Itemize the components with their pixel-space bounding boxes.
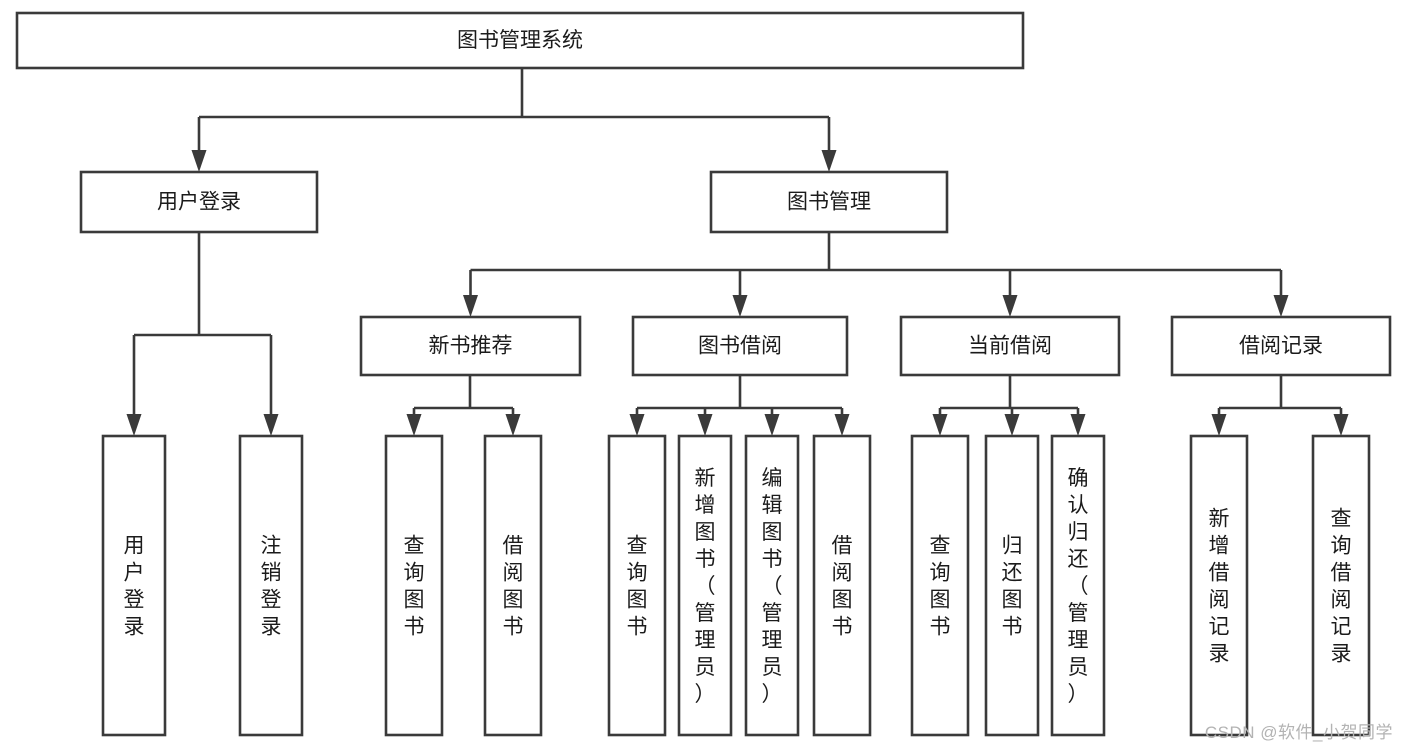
node-leaf-add-record[interactable]: 新增借阅记录 <box>1189 434 1249 737</box>
node-label: 查询图书 <box>404 535 425 639</box>
node-label: 查询图书 <box>627 535 648 639</box>
node-user-login[interactable]: 用户登录 <box>79 170 319 234</box>
node-label: 注销登录 <box>261 535 282 639</box>
node-box[interactable] <box>359 315 582 377</box>
node-label: 借阅记录 <box>1239 335 1323 358</box>
node-label: 当前借阅 <box>968 335 1052 358</box>
node-leaf-query-book-3[interactable]: 查询图书 <box>910 434 970 737</box>
arrow-head-icon <box>629 414 645 436</box>
connector-group <box>463 232 1289 317</box>
connectors-layer <box>126 68 1349 436</box>
node-label: 确认归还（管理员） <box>1068 467 1089 706</box>
node-book-manage[interactable]: 图书管理 <box>709 170 949 234</box>
node-leaf-borrow-book-1[interactable]: 借阅图书 <box>483 434 543 737</box>
connector-group <box>1211 375 1349 436</box>
node-box[interactable] <box>483 434 543 737</box>
node-box[interactable] <box>101 434 167 737</box>
arrow-head-icon <box>732 295 748 317</box>
node-label: 编辑图书（管理员） <box>762 467 783 706</box>
node-label: 图书管理 <box>787 191 871 214</box>
node-label: 图书借阅 <box>698 335 782 358</box>
node-box[interactable] <box>812 434 872 737</box>
node-leaf-borrow-book-2[interactable]: 借阅图书 <box>812 434 872 737</box>
node-box[interactable] <box>1050 434 1106 737</box>
arrow-head-icon <box>463 295 478 317</box>
node-box[interactable] <box>709 170 949 234</box>
arrow-head-icon <box>821 150 837 172</box>
node-label: 用户登录 <box>157 191 241 214</box>
node-label: 新书推荐 <box>429 335 513 358</box>
node-box[interactable] <box>79 170 319 234</box>
arrow-head-icon <box>1211 414 1227 436</box>
node-box[interactable] <box>984 434 1040 737</box>
arrow-head-icon <box>406 414 422 436</box>
arrow-head-icon <box>697 414 713 436</box>
node-box[interactable] <box>631 315 849 377</box>
node-box[interactable] <box>744 434 800 737</box>
node-box[interactable] <box>238 434 304 737</box>
node-leaf-edit-book[interactable]: 编辑图书（管理员） <box>744 434 800 737</box>
arrow-head-icon <box>505 414 521 436</box>
node-label: 查询图书 <box>930 535 951 639</box>
arrow-head-icon <box>932 414 948 436</box>
arrow-head-icon <box>834 414 850 436</box>
arrow-head-icon <box>1273 295 1289 317</box>
node-box[interactable] <box>677 434 733 737</box>
node-label: 查询借阅记录 <box>1331 508 1352 666</box>
connector-group <box>932 375 1086 436</box>
node-current-borrow[interactable]: 当前借阅 <box>899 315 1121 377</box>
connector-group <box>126 232 279 436</box>
node-label: 借阅图书 <box>503 535 524 639</box>
node-label: 新增借阅记录 <box>1209 508 1230 666</box>
arrow-head-icon <box>263 414 279 436</box>
node-label: 用户登录 <box>124 535 145 639</box>
connector-group <box>191 68 837 172</box>
node-box[interactable] <box>15 11 1025 70</box>
connector-group <box>629 375 850 436</box>
node-box[interactable] <box>384 434 444 737</box>
node-label: 归还图书 <box>1002 535 1023 639</box>
node-leaf-confirm-return[interactable]: 确认归还（管理员） <box>1050 434 1106 737</box>
node-new-book-recommend[interactable]: 新书推荐 <box>359 315 582 377</box>
node-borrow-record[interactable]: 借阅记录 <box>1170 315 1392 377</box>
node-leaf-user-login[interactable]: 用户登录 <box>101 434 167 737</box>
node-book-borrow[interactable]: 图书借阅 <box>631 315 849 377</box>
node-box[interactable] <box>899 315 1121 377</box>
arrow-head-icon <box>1070 414 1086 436</box>
node-box[interactable] <box>1311 434 1371 737</box>
node-root[interactable]: 图书管理系统 <box>15 11 1025 70</box>
node-leaf-query-record[interactable]: 查询借阅记录 <box>1311 434 1371 737</box>
node-box[interactable] <box>910 434 970 737</box>
arrow-head-icon <box>1004 414 1020 436</box>
nodes-layer: 图书管理系统用户登录图书管理新书推荐图书借阅当前借阅借阅记录用户登录注销登录查询… <box>15 11 1392 737</box>
node-leaf-return-book[interactable]: 归还图书 <box>984 434 1040 737</box>
node-leaf-query-book-2[interactable]: 查询图书 <box>607 434 667 737</box>
arrow-head-icon <box>1002 295 1018 317</box>
arrow-head-icon <box>126 414 142 436</box>
node-label: 图书管理系统 <box>457 29 583 52</box>
node-leaf-query-book-1[interactable]: 查询图书 <box>384 434 444 737</box>
node-label: 新增图书（管理员） <box>695 467 716 706</box>
node-box[interactable] <box>1189 434 1249 737</box>
node-box[interactable] <box>1170 315 1392 377</box>
node-label: 借阅图书 <box>832 535 853 639</box>
arrow-head-icon <box>191 150 207 172</box>
node-leaf-add-book[interactable]: 新增图书（管理员） <box>677 434 733 737</box>
arrow-head-icon <box>1333 414 1349 436</box>
arrow-head-icon <box>764 414 780 436</box>
connector-group <box>406 375 521 436</box>
node-box[interactable] <box>607 434 667 737</box>
node-leaf-logout[interactable]: 注销登录 <box>238 434 304 737</box>
